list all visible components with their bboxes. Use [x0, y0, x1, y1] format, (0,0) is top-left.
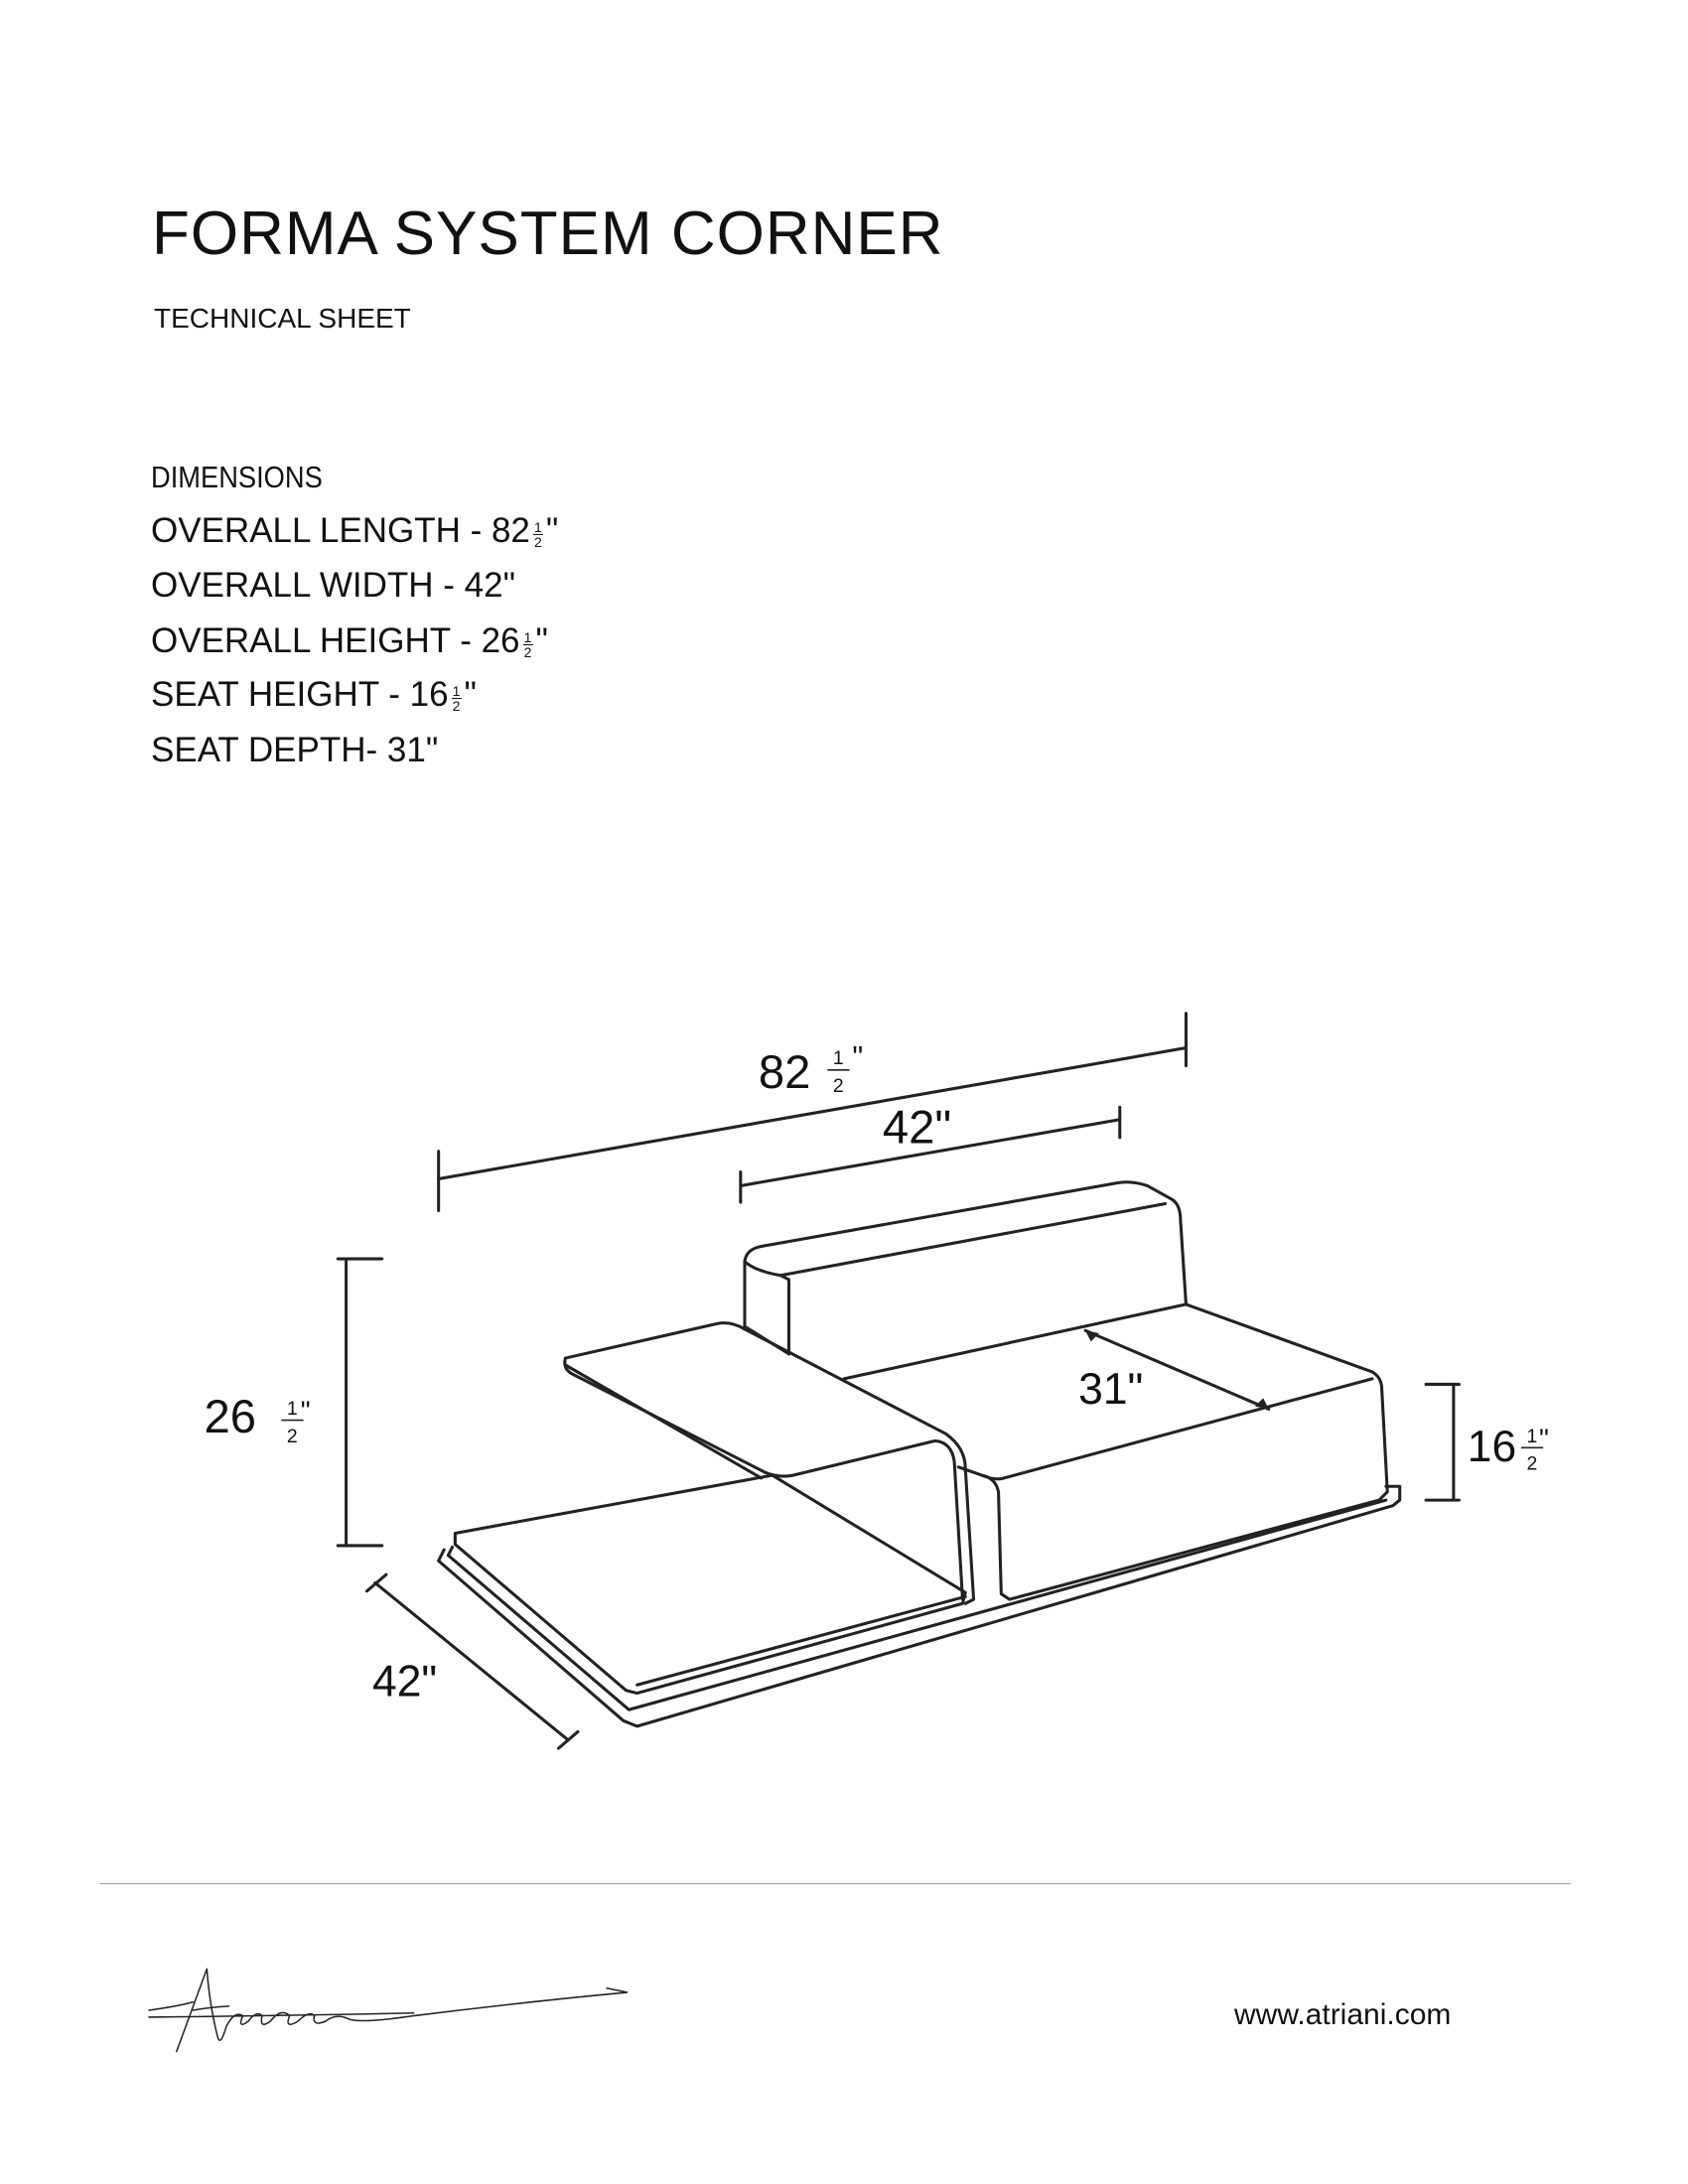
backrest [743, 1180, 1188, 1306]
dimension-text: SEAT HEIGHT - 16 [151, 675, 449, 714]
website-link[interactable]: www.atriani.com [1234, 1998, 1452, 2031]
depth-label: 42" [372, 1657, 437, 1706]
chaise-cushion [453, 1473, 967, 1696]
length-label: 82 1 2 " [759, 1040, 863, 1099]
dimension-text: SEAT DEPTH- 31" [151, 731, 439, 769]
back-width-dimension-line [739, 1105, 1122, 1204]
dimension-seat-depth: SEAT DEPTH- 31" [151, 731, 438, 770]
length-dimension-line [437, 1012, 1188, 1212]
dimension-unit: " [545, 511, 559, 550]
seat-height-denominator: 2 [1527, 1453, 1538, 1475]
dimension-text: OVERALL WIDTH - 42" [151, 566, 516, 605]
page-title: FORMA SYSTEM CORNER [152, 200, 944, 268]
fraction-numerator: 1 [533, 518, 542, 535]
dimension-unit: " [535, 621, 548, 660]
length-numerator: 1 [833, 1047, 844, 1069]
height-numerator: 1 [287, 1398, 298, 1420]
fraction-denominator: 2 [533, 533, 542, 550]
length-unit: " [852, 1040, 863, 1074]
seat-depth-label: 31" [1078, 1365, 1143, 1414]
sofa-base [437, 1484, 1402, 1728]
dimension-unit: " [464, 675, 477, 714]
dimension-text: OVERALL HEIGHT - 26 [151, 621, 520, 660]
height-denominator: 2 [287, 1426, 298, 1447]
height-unit: " [301, 1396, 311, 1427]
length-denominator: 2 [833, 1075, 844, 1097]
fraction-denominator: 2 [523, 643, 532, 660]
height-label: 26 1 2 " [205, 1391, 311, 1447]
seat-depth-dimension-line [1083, 1328, 1271, 1411]
depth-dimension-line [364, 1572, 580, 1750]
dimension-text: OVERALL LENGTH - 82 [151, 511, 530, 550]
dimensions-heading: DIMENSIONS [151, 460, 323, 494]
fraction-numerator: 1 [523, 628, 532, 645]
fraction-numerator: 1 [452, 682, 461, 699]
atriani-signature-logo [148, 1968, 629, 2053]
seat-height-label: 16 1 2 " [1468, 1423, 1549, 1474]
seat-height-unit: " [1539, 1423, 1549, 1453]
fraction-denominator: 2 [452, 697, 461, 714]
back-width-label: 42" [883, 1101, 951, 1154]
dimension-overall-width: OVERALL WIDTH - 42" [151, 566, 515, 606]
footer-divider [100, 1883, 1571, 1884]
page-subtitle: TECHNICAL SHEET [154, 303, 411, 334]
height-value: 26 [205, 1391, 257, 1443]
seat-height-dimension-line [1424, 1382, 1461, 1502]
seat-cushion [842, 1302, 1389, 1601]
side-table [563, 1321, 976, 1605]
length-value: 82 [759, 1046, 811, 1099]
seat-height-numerator: 1 [1527, 1426, 1538, 1447]
seat-height-value: 16 [1468, 1423, 1516, 1471]
height-dimension-line [336, 1257, 384, 1548]
